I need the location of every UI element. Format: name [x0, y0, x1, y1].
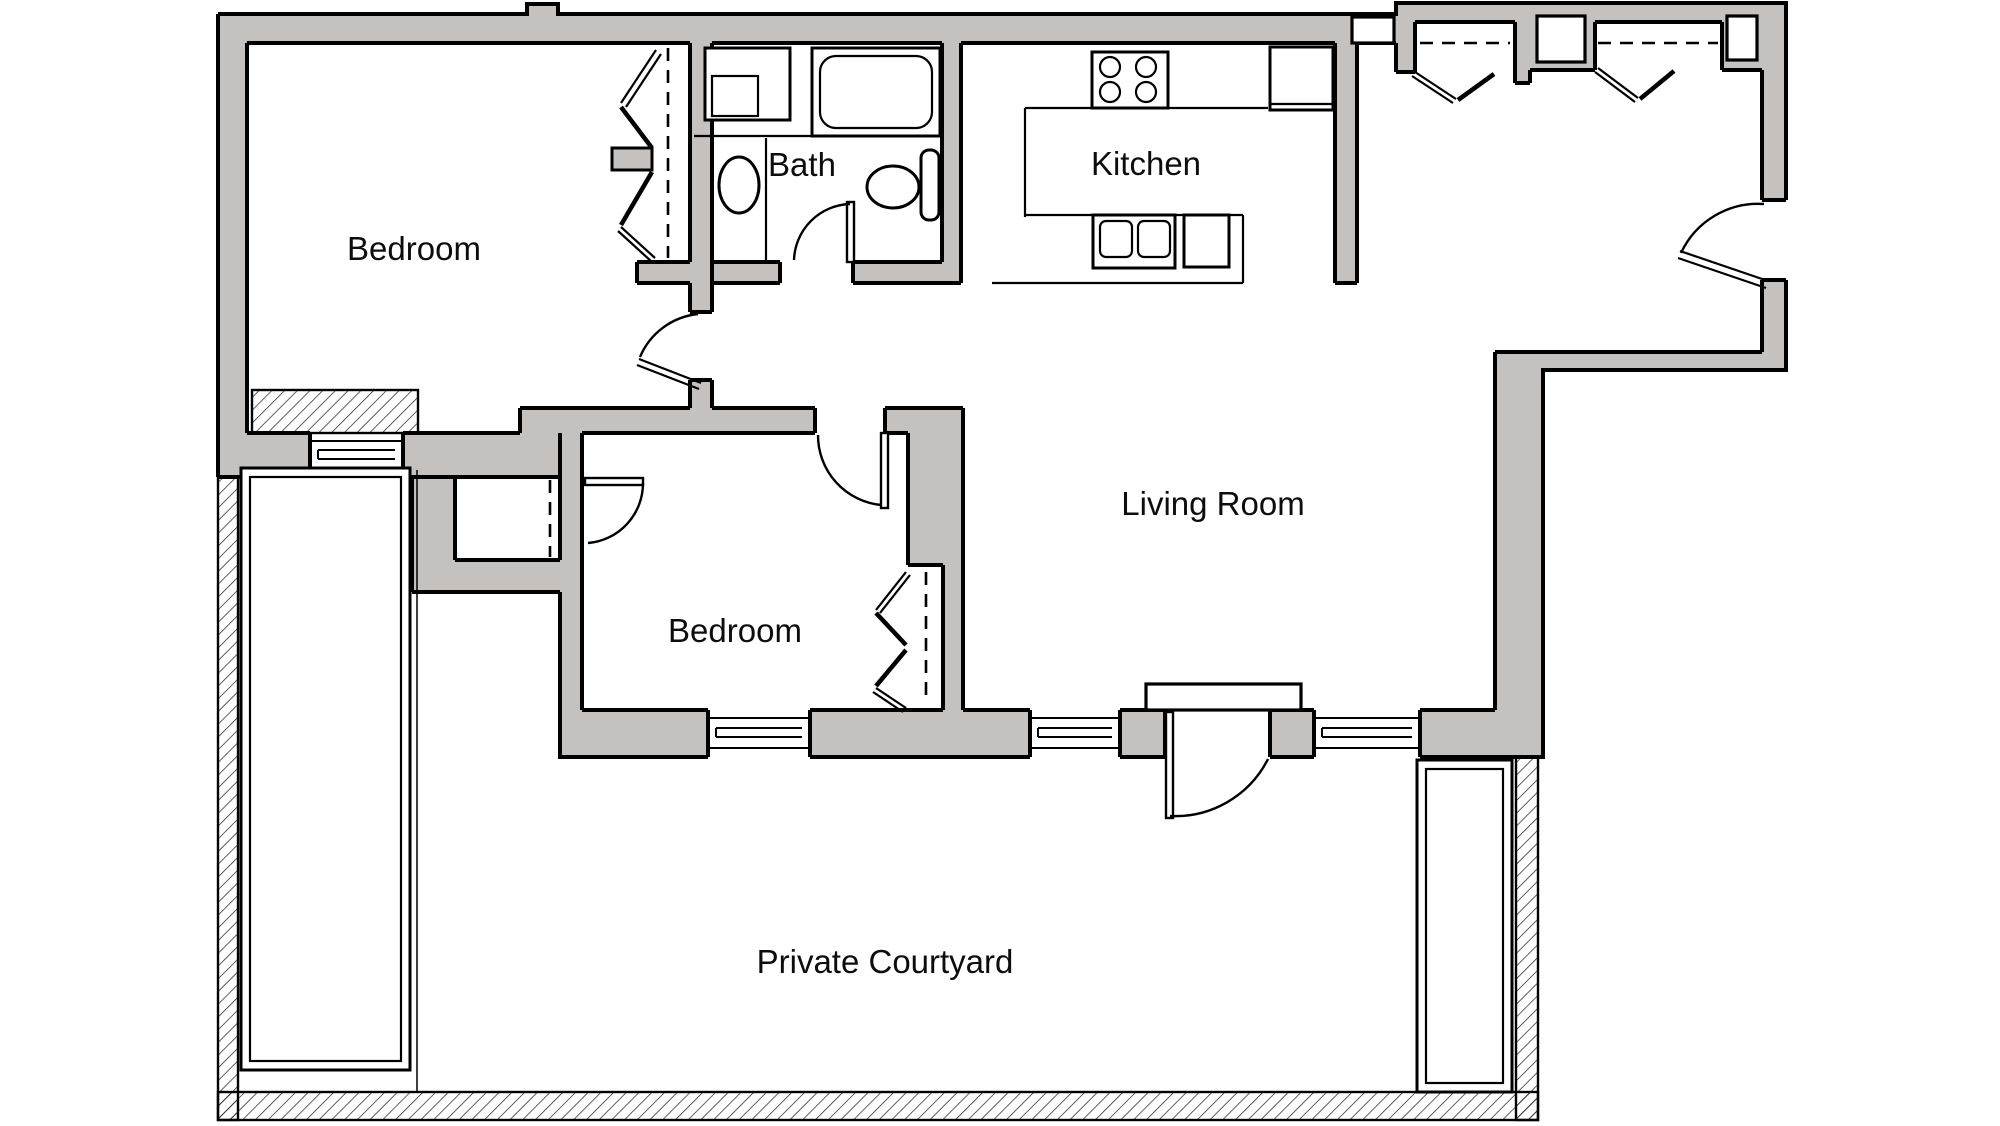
door-entry [1677, 202, 1769, 290]
planters [239, 466, 1514, 1094]
inner-edges-bath [635, 43, 1359, 408]
bathtub [810, 46, 942, 138]
door-closet-bedroom2 [583, 476, 645, 545]
kitchen-sink [1091, 213, 1177, 270]
wall-niche [1725, 14, 1759, 62]
wall-niche [1535, 14, 1587, 64]
doors [583, 200, 1769, 820]
washer [703, 46, 792, 122]
door-bath [792, 200, 856, 264]
closets [548, 41, 1718, 713]
kitchen-fixtures [992, 45, 1335, 285]
door-stoop [1144, 682, 1303, 712]
refrigerator [1268, 45, 1335, 112]
bath-sink [717, 155, 761, 215]
bath-counter [694, 134, 942, 262]
closet-entry-2 [1594, 41, 1718, 103]
inner-edges-bottom [582, 408, 1495, 757]
door-courtyard [1164, 710, 1270, 820]
window-bedroom2 [710, 717, 808, 749]
door-bedroom2 [816, 431, 890, 510]
window-living-2 [1316, 717, 1418, 749]
window-living-1 [1032, 717, 1118, 749]
label-bedroom-2: Bedroom [668, 612, 802, 649]
windows [312, 440, 1418, 749]
wall-niche [1350, 15, 1396, 45]
toilet [865, 148, 941, 222]
stove [1090, 50, 1170, 110]
closet-entry-1 [1411, 41, 1510, 104]
label-living-room: Living Room [1121, 485, 1304, 522]
bath-fixtures [694, 46, 942, 262]
courtyard-wall-bottom [216, 1090, 1540, 1122]
walls [218, 3, 1786, 757]
window-bedroom1 [312, 440, 401, 469]
label-kitchen: Kitchen [1091, 145, 1201, 182]
door-bedroom1 [636, 312, 702, 391]
closet-bedroom1 [610, 48, 670, 263]
label-bedroom-1: Bedroom [347, 230, 481, 267]
outer-boundary [216, 1, 1788, 759]
window-sill-hatch [250, 388, 420, 435]
dishwasher [1182, 213, 1231, 269]
planter-left [239, 466, 418, 1092]
planter-right [1415, 758, 1514, 1094]
closet-bedroom2 [548, 480, 928, 713]
inner-edges-top [247, 20, 1764, 710]
label-private-courtyard: Private Courtyard [757, 943, 1014, 980]
label-bath: Bath [768, 146, 836, 183]
courtyard-walls [216, 388, 1540, 1122]
courtyard-wall-right [1514, 755, 1540, 1122]
courtyard-wall-left [216, 475, 240, 1122]
inner-edges-left [218, 43, 963, 710]
